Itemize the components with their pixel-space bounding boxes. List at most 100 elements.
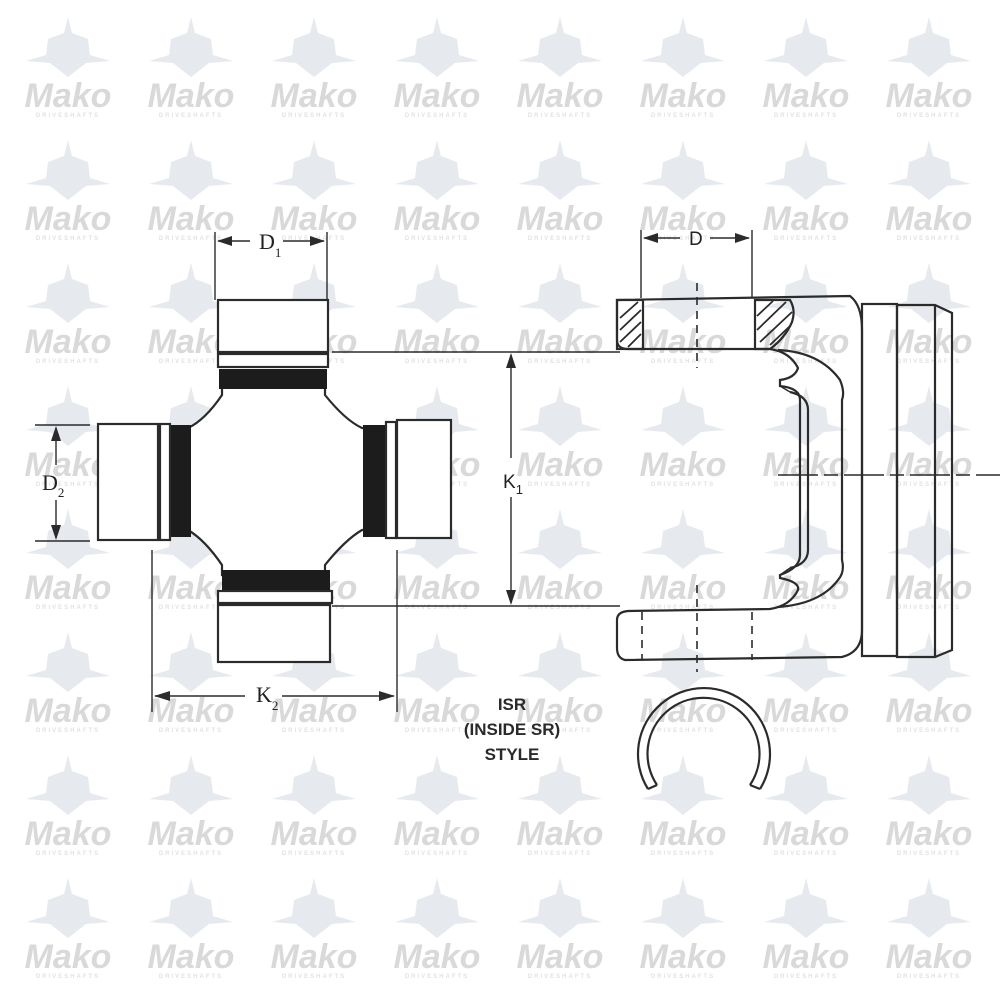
watermark-tagline: DRIVESHAFTS	[405, 851, 469, 857]
top-bearing-cup	[216, 298, 330, 354]
watermark-brand: Mako	[763, 938, 850, 976]
shark-logo-icon	[887, 755, 971, 815]
watermark-tagline: DRIVESHAFTS	[405, 605, 469, 611]
watermark-brand: Mako	[886, 323, 973, 361]
shark-logo-icon	[26, 140, 110, 200]
watermark-tagline: DRIVESHAFTS	[159, 359, 223, 365]
shark-logo-icon	[149, 263, 233, 323]
watermark-tagline: DRIVESHAFTS	[159, 236, 223, 242]
watermark-brand: Mako	[25, 77, 112, 115]
watermark-brand: Mako	[517, 323, 604, 361]
svg-text:D: D	[689, 229, 703, 250]
watermark-tagline: DRIVESHAFTS	[897, 482, 961, 488]
shark-logo-icon	[641, 140, 725, 200]
universal-joint-cross	[96, 298, 453, 664]
isr-style-caption: ISR (INSIDE SR) STYLE	[464, 695, 560, 764]
watermark-tagline: DRIVESHAFTS	[651, 974, 715, 980]
watermark-brand: Mako	[394, 200, 481, 238]
watermark-brand: Mako	[394, 938, 481, 976]
shark-logo-icon	[395, 632, 479, 692]
watermark-tagline: DRIVESHAFTS	[774, 605, 838, 611]
shark-logo-icon	[395, 755, 479, 815]
shark-logo-icon	[26, 17, 110, 77]
watermark-tagline: DRIVESHAFTS	[897, 851, 961, 857]
watermark-tagline: DRIVESHAFTS	[528, 482, 592, 488]
shark-logo-icon	[887, 632, 971, 692]
shark-logo-icon	[149, 17, 233, 77]
shark-logo-icon	[764, 17, 848, 77]
watermark-brand: Mako	[148, 815, 235, 853]
shark-logo-icon	[149, 140, 233, 200]
right-seal-band	[363, 425, 385, 537]
top-ring	[216, 352, 330, 369]
watermark-tagline: DRIVESHAFTS	[897, 236, 961, 242]
right-ring	[384, 420, 398, 540]
dimension-k1: K1	[332, 351, 620, 607]
shark-logo-icon	[518, 263, 602, 323]
shark-logo-icon	[764, 509, 848, 569]
dimension-k2: K2	[151, 550, 398, 713]
shark-logo-icon	[518, 632, 602, 692]
watermark-brand: Mako	[763, 200, 850, 238]
watermark-brand: Mako	[148, 77, 235, 115]
watermark-tagline: DRIVESHAFTS	[282, 113, 346, 119]
end-yoke	[615, 283, 1000, 672]
watermark-brand: Mako	[763, 815, 850, 853]
watermark-tagline: DRIVESHAFTS	[651, 728, 715, 734]
watermark-brand: Mako	[886, 815, 973, 853]
svg-text:K2: K2	[256, 682, 278, 713]
svg-text:D2: D2	[42, 470, 64, 500]
watermark-brand: Mako	[394, 77, 481, 115]
shark-logo-icon	[149, 755, 233, 815]
watermark-tagline: DRIVESHAFTS	[897, 605, 961, 611]
watermark-tagline: DRIVESHAFTS	[282, 728, 346, 734]
shark-logo-icon	[149, 509, 233, 569]
watermark-tagline: DRIVESHAFTS	[774, 728, 838, 734]
watermark-tagline: DRIVESHAFTS	[36, 113, 100, 119]
watermark-tagline: DRIVESHAFTS	[774, 851, 838, 857]
watermark-brand: Mako	[640, 815, 727, 853]
watermark-tagline: DRIVESHAFTS	[528, 359, 592, 365]
shark-logo-icon	[764, 878, 848, 938]
watermark-tagline: DRIVESHAFTS	[36, 482, 100, 488]
watermark-tagline: DRIVESHAFTS	[774, 359, 838, 365]
shark-logo-icon	[887, 509, 971, 569]
watermark-tagline: DRIVESHAFTS	[774, 974, 838, 980]
shark-logo-icon	[149, 878, 233, 938]
shark-logo-icon	[641, 755, 725, 815]
watermark-brand: Mako	[271, 692, 358, 730]
watermark-brand: Mako	[763, 77, 850, 115]
dimension-d1: D1	[214, 229, 328, 300]
shark-logo-icon	[518, 755, 602, 815]
watermark-brand: Mako	[25, 200, 112, 238]
shark-logo-icon	[887, 878, 971, 938]
watermark-brand: Mako	[886, 446, 973, 484]
watermark-tagline: DRIVESHAFTS	[159, 851, 223, 857]
cross-body	[163, 383, 382, 577]
shark-logo-icon	[272, 140, 356, 200]
watermark-brand: Mako	[763, 692, 850, 730]
